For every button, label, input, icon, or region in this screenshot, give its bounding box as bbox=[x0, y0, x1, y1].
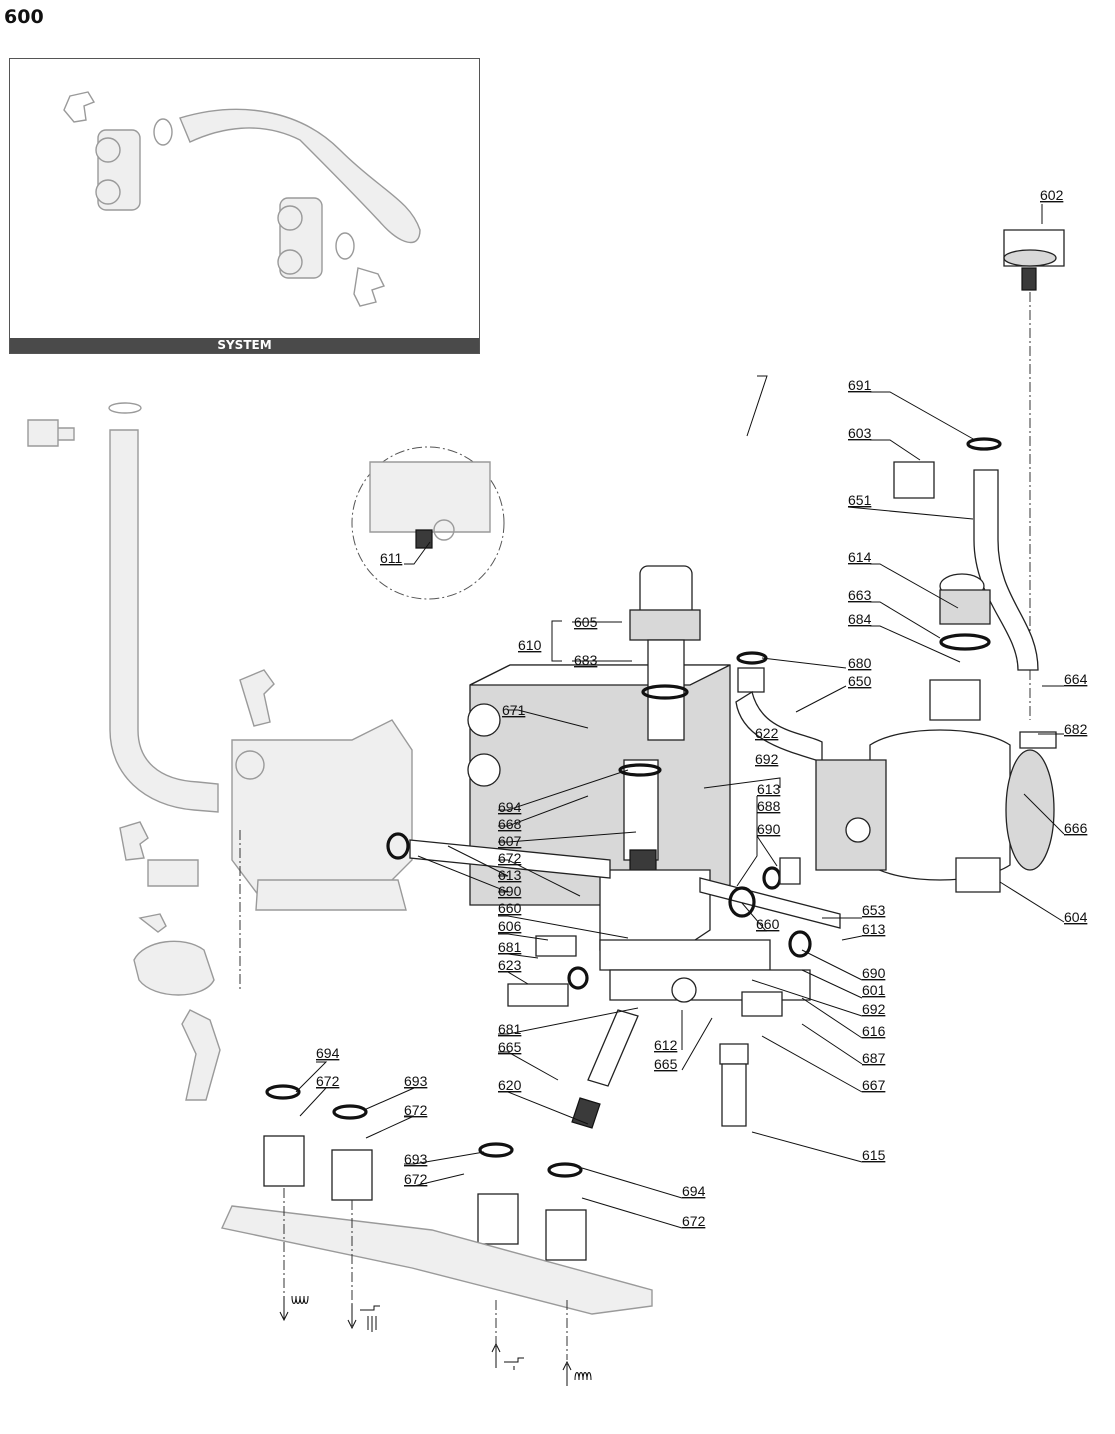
callout-611: 611 bbox=[380, 550, 403, 566]
heat-exchanger-detail-inset bbox=[351, 446, 505, 600]
callout-601: 601 bbox=[862, 982, 886, 998]
callout-651: 651 bbox=[848, 492, 872, 508]
callout-653: 653 bbox=[862, 902, 886, 918]
callout-leaders bbox=[295, 204, 1065, 1229]
callout-694-lower: 694 bbox=[682, 1183, 706, 1199]
callout-664: 664 bbox=[1064, 671, 1088, 687]
heating-return-in-icon bbox=[562, 1360, 592, 1386]
callout-616: 616 bbox=[862, 1023, 886, 1039]
cold-water-in-icon bbox=[491, 1342, 524, 1370]
callout-692-lower: 692 bbox=[862, 1001, 886, 1017]
callout-615: 615 bbox=[862, 1147, 886, 1163]
callout-605: 605 bbox=[574, 614, 598, 630]
callout-665: 665 bbox=[498, 1039, 522, 1055]
callout-660-right: 660 bbox=[756, 916, 780, 932]
callout-672-mid: 672 bbox=[404, 1102, 428, 1118]
callout-682: 682 bbox=[1064, 721, 1088, 737]
system-inset: SYSTEM bbox=[9, 58, 480, 354]
left-ghost-assembly bbox=[27, 402, 413, 1101]
callout-694: 694 bbox=[498, 799, 522, 815]
callout-613: 613 bbox=[498, 867, 522, 883]
callout-671: 671 bbox=[502, 702, 526, 718]
callout-622-label: 622 bbox=[755, 725, 779, 741]
callout-603: 603 bbox=[848, 425, 872, 441]
callout-613-right: 613 bbox=[757, 781, 781, 797]
callout-623: 623 bbox=[498, 957, 522, 973]
system-inset-label: SYSTEM bbox=[10, 338, 479, 353]
callout-680: 680 bbox=[848, 655, 872, 671]
central-assembly bbox=[386, 565, 841, 1129]
callout-692: 692 bbox=[755, 751, 779, 767]
callout-693-lower: 693 bbox=[404, 1151, 428, 1167]
callout-labels: 602 691 603 651 614 663 684 680 650 664 … bbox=[316, 187, 1088, 1229]
callout-683: 683 bbox=[574, 652, 598, 668]
callout-690: 690 bbox=[498, 883, 522, 899]
callout-666: 666 bbox=[1064, 820, 1088, 836]
callout-668: 668 bbox=[498, 816, 522, 832]
hot-water-out-icon bbox=[347, 1304, 380, 1332]
heating-flow-out-icon bbox=[279, 1295, 309, 1322]
callout-620: 620 bbox=[498, 1077, 522, 1093]
callout-672-lower: 672 bbox=[404, 1171, 428, 1187]
system-inset-drawing bbox=[63, 91, 421, 307]
callout-672: 672 bbox=[498, 850, 522, 866]
callout-690-right: 690 bbox=[757, 821, 781, 837]
callout-681-lower: 681 bbox=[498, 1021, 522, 1037]
pump-assembly bbox=[735, 229, 1065, 893]
page-title: 600 bbox=[4, 6, 44, 28]
callout-681: 681 bbox=[498, 939, 522, 955]
callout-663: 663 bbox=[848, 587, 872, 603]
callout-606: 606 bbox=[498, 918, 522, 934]
callout-672-left: 672 bbox=[316, 1073, 340, 1089]
callout-693: 693 bbox=[404, 1073, 428, 1089]
callout-690-lower: 690 bbox=[862, 965, 886, 981]
callout-610: 610 bbox=[518, 637, 542, 653]
callout-602: 602 bbox=[1040, 187, 1064, 203]
callout-613-lower: 613 bbox=[862, 921, 886, 937]
callout-688: 688 bbox=[757, 798, 781, 814]
callout-694-left: 694 bbox=[316, 1045, 340, 1061]
callout-614: 614 bbox=[848, 549, 872, 565]
callout-604: 604 bbox=[1064, 909, 1088, 925]
callout-665-right: 665 bbox=[654, 1056, 678, 1072]
callout-650: 650 bbox=[848, 673, 872, 689]
callout-684: 684 bbox=[848, 611, 872, 627]
callout-607: 607 bbox=[498, 833, 522, 849]
callout-691: 691 bbox=[848, 377, 872, 393]
callout-672-bottom: 672 bbox=[682, 1213, 706, 1229]
callout-687: 687 bbox=[862, 1050, 886, 1066]
bottom-connections bbox=[221, 1084, 653, 1360]
callout-660: 660 bbox=[498, 900, 522, 916]
callout-612: 612 bbox=[654, 1037, 678, 1053]
flow-symbols bbox=[279, 1295, 592, 1386]
callout-667: 667 bbox=[862, 1077, 886, 1093]
